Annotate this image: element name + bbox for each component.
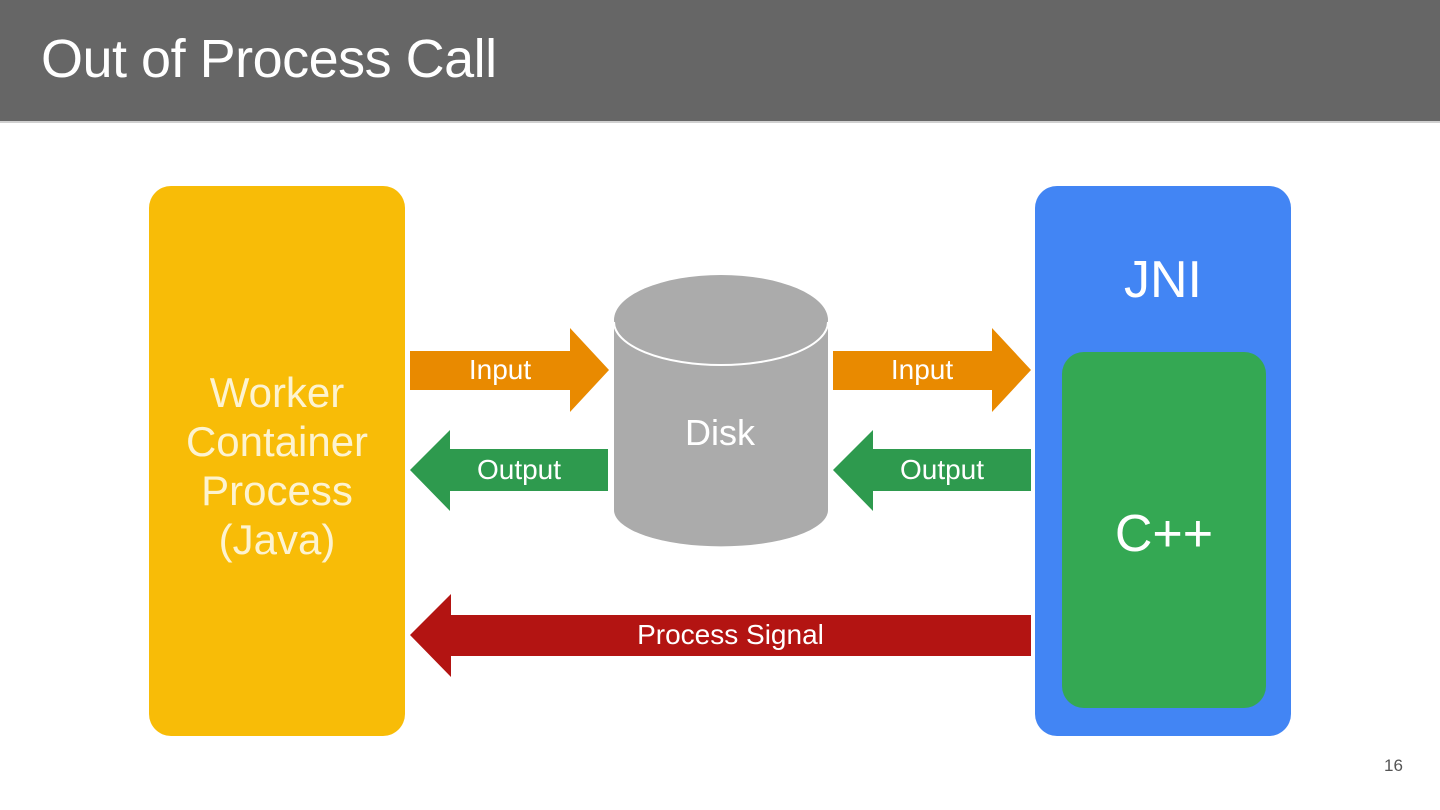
jni-label: JNI	[1124, 251, 1202, 309]
output-arrow-right	[833, 430, 1031, 511]
input-arrow-left	[410, 328, 609, 412]
input-right-label: Input	[890, 354, 954, 385]
input-arrow-right	[833, 328, 1031, 412]
output-arrow-left	[410, 430, 608, 511]
disk-label: Disk	[685, 412, 755, 453]
process-signal-label: Process Signal	[637, 619, 824, 650]
cpp-box: C++	[1062, 352, 1266, 708]
disk-cylinder	[613, 275, 829, 547]
output-right-label: Output	[899, 454, 985, 485]
slide-header: Out of Process Call	[0, 0, 1440, 123]
page-number: 16	[1384, 756, 1403, 775]
output-left-label: Output	[476, 454, 562, 485]
jni-box: JNI C++	[1035, 186, 1291, 736]
cpp-label: C++	[1114, 505, 1214, 563]
slide-title: Out of Process Call	[41, 29, 497, 89]
process-signal-arrow	[410, 594, 1031, 677]
worker-label-line: (Java)	[218, 516, 336, 563]
worker-label-line: Process	[201, 467, 353, 514]
worker-label-line: Container	[185, 418, 369, 465]
input-left-label: Input	[468, 354, 532, 385]
worker-label-line: Worker	[209, 369, 345, 416]
